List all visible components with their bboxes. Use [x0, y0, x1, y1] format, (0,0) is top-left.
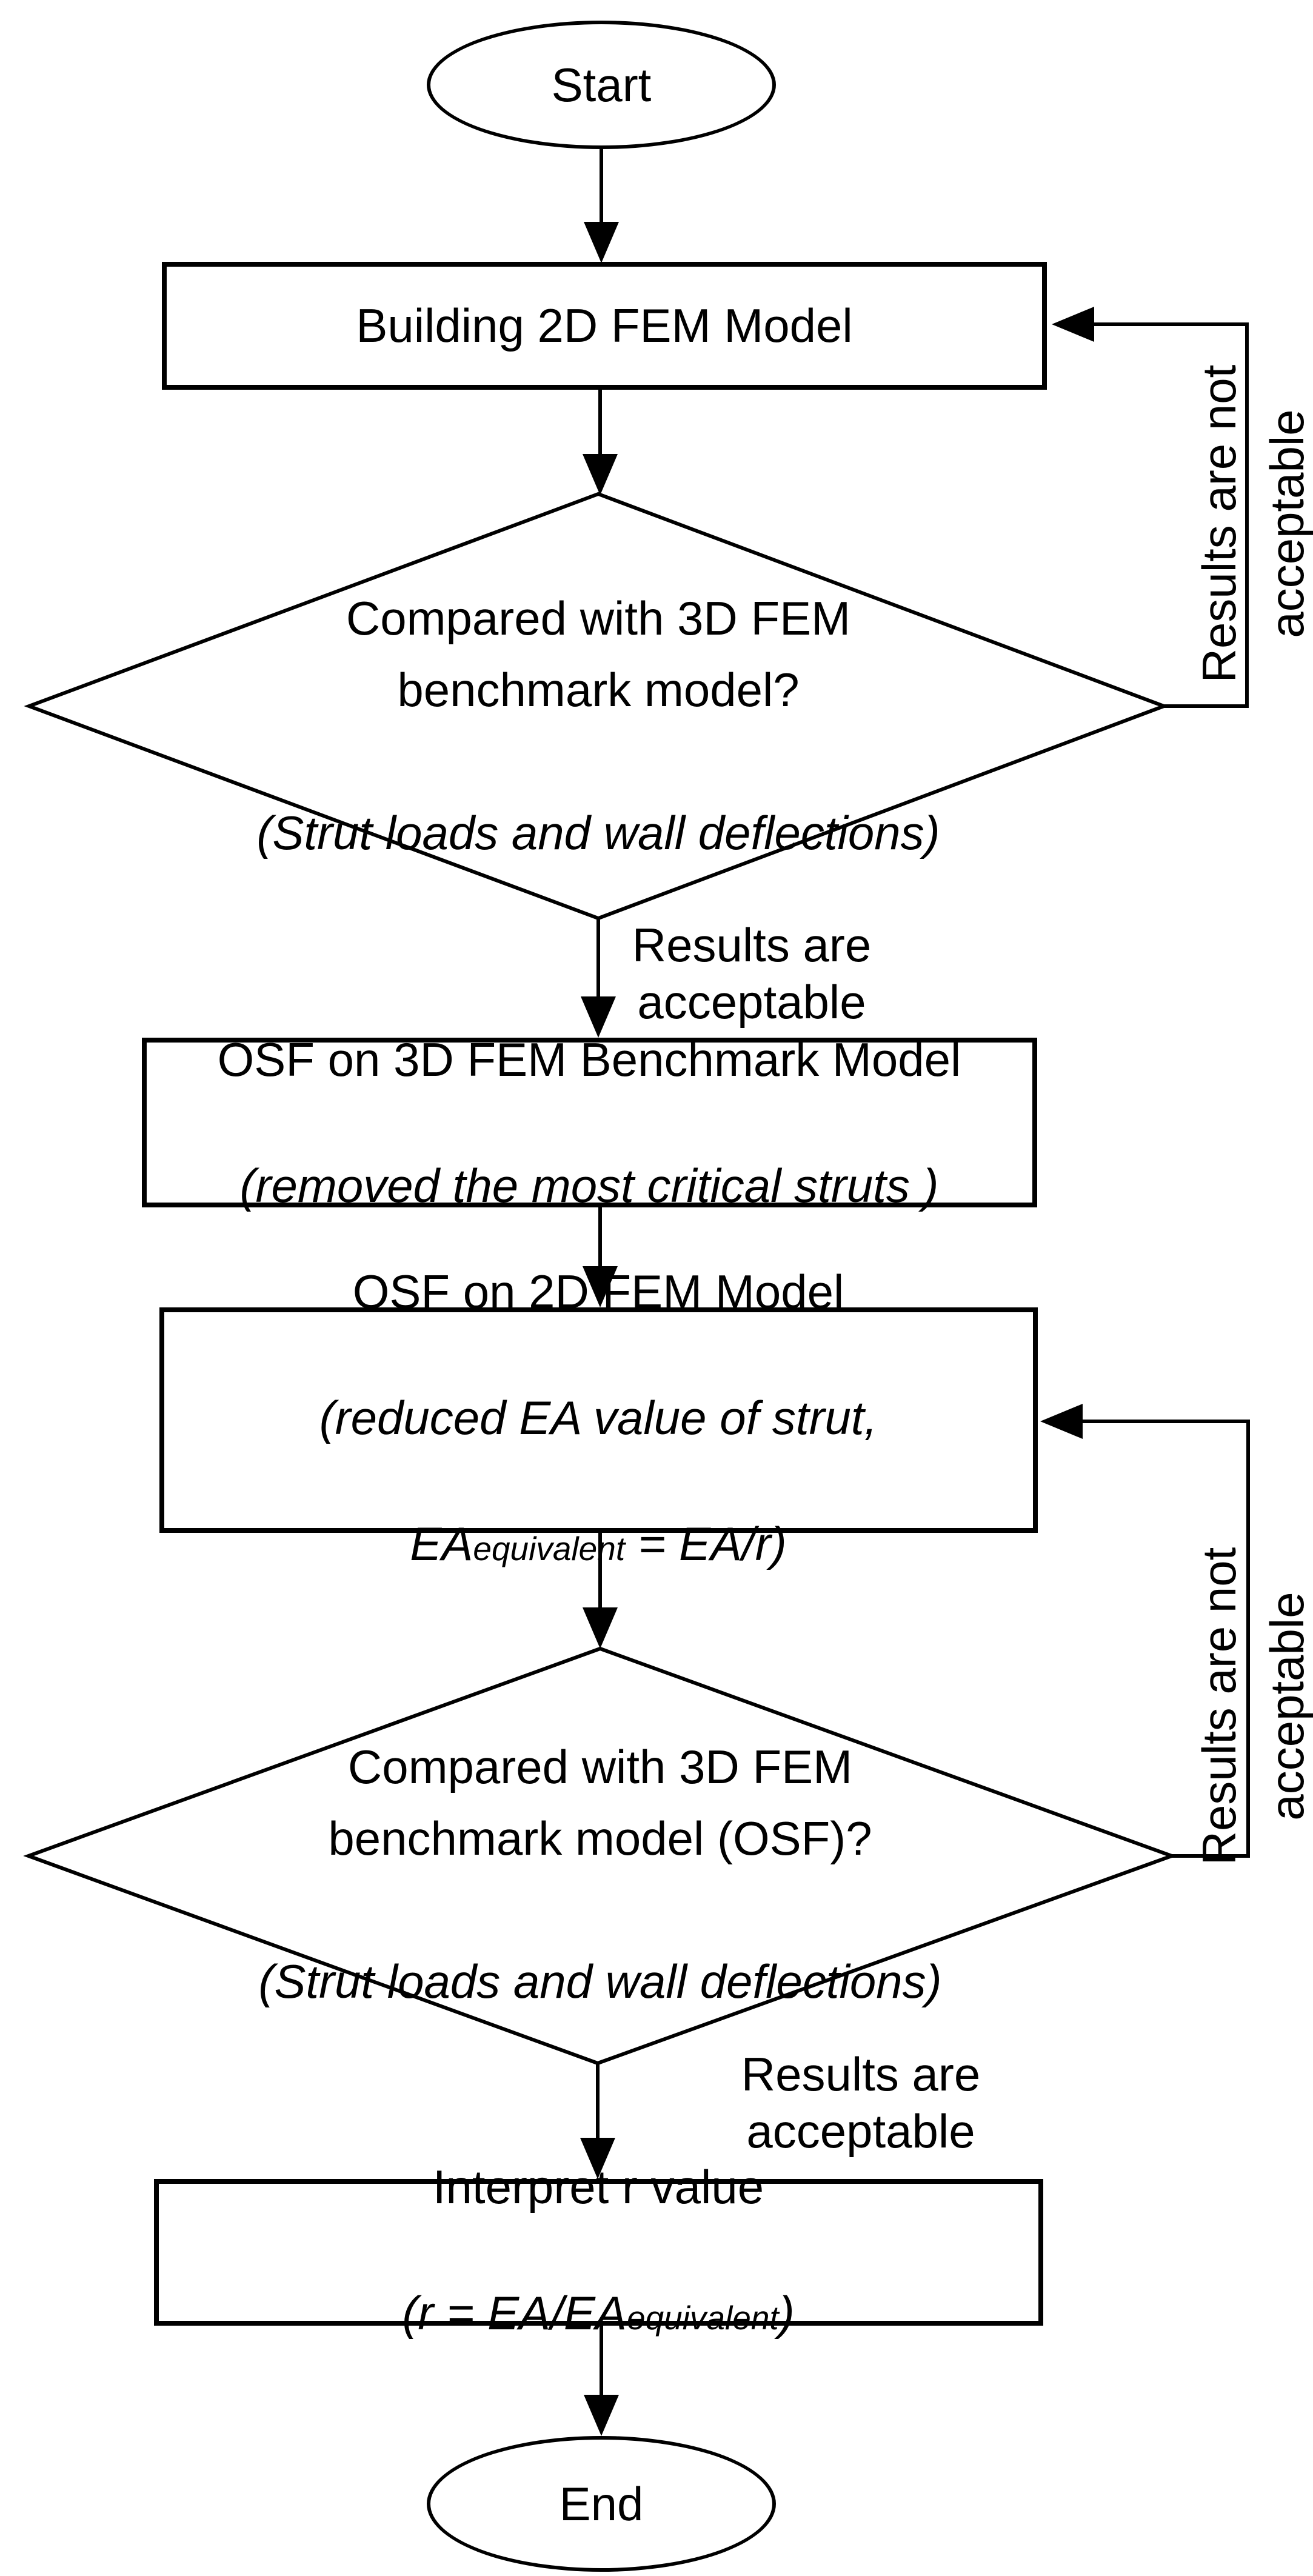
- compare-2-question: Compared with 3D FEM benchmark model (OS…: [328, 1740, 872, 1865]
- compare-2-label: Compared with 3D FEM benchmark model (OS…: [145, 1660, 1055, 2089]
- process-osf-3d-fem: [142, 1038, 1037, 1207]
- compare-1-question: Compared with 3D FEM benchmark model?: [346, 592, 851, 716]
- accept-label-1: Results are acceptable: [632, 918, 872, 1029]
- osf-2d-note-line2: EAequivalent = EA/r): [174, 1512, 1023, 1580]
- decision-compare-3d-fem-osf-shape: [23, 1646, 1177, 2066]
- interpret-r-label: Interpret r value (r = EA/EAequivalent): [174, 2092, 1023, 2412]
- equivalent-subscript: equivalent: [626, 2299, 779, 2337]
- end-label: End: [559, 2477, 644, 2531]
- osf-3d-label: OSF on 3D FEM Benchmark Model (removed t…: [150, 965, 1029, 1280]
- osf-2d-title: OSF on 2D FEM Model: [352, 1265, 844, 1318]
- process-interpret-r: [154, 2179, 1043, 2326]
- edge-reject-loop-1: [1094, 322, 1249, 708]
- reject-label-1: Results are not acceptable: [1192, 364, 1313, 683]
- arrowhead-down-icon: [584, 222, 619, 263]
- osf-2d-label: OSF on 2D FEM Model (reduced EA value of…: [174, 1197, 1023, 1643]
- arrowhead-down-icon: [583, 454, 618, 495]
- osf-3d-title: OSF on 3D FEM Benchmark Model: [217, 1033, 961, 1086]
- compare-2-note: (Strut loads and wall deflections): [258, 1955, 942, 2008]
- interpret-r-note: (r = EA/EAequivalent): [174, 2281, 1023, 2349]
- ea-over-r-text: = EA/r): [625, 1517, 787, 1570]
- ea-text: EA: [410, 1517, 473, 1570]
- compare-1-label: Compared with 3D FEM benchmark model? (S…: [144, 511, 1053, 940]
- r-equals-text: (r = EA/EA: [402, 2286, 627, 2340]
- arrowhead-down-icon: [584, 2395, 619, 2436]
- osf-2d-note-line1: (reduced EA value of strut,: [319, 1391, 878, 1444]
- build-2d-label: Building 2D FEM Model: [356, 299, 853, 352]
- equivalent-subscript: equivalent: [473, 1530, 626, 1567]
- process-osf-2d-fem: [159, 1307, 1038, 1533]
- arrowhead-down-icon: [583, 1266, 618, 1307]
- process-build-2d-fem: [162, 262, 1047, 390]
- arrowhead-down-icon: [580, 2138, 615, 2179]
- arrowhead-left-icon: [1052, 307, 1094, 342]
- decision-compare-3d-fem-shape: [24, 492, 1169, 921]
- end-terminator: [427, 2436, 776, 2572]
- start-terminator: [427, 21, 776, 149]
- accept-label-2: Results are acceptable: [741, 2047, 981, 2158]
- edge-reject-loop-2: [1083, 1420, 1250, 1858]
- arrowhead-left-icon: [1040, 1404, 1083, 1439]
- arrowhead-down-icon: [581, 996, 616, 1038]
- reject-label-2: Results are not acceptable: [1192, 1547, 1313, 1866]
- start-label: Start: [551, 58, 652, 112]
- interpret-r-title: Interpret r value: [432, 2160, 764, 2214]
- arrowhead-down-icon: [583, 1607, 618, 1649]
- compare-1-note: (Strut loads and wall deflections): [256, 806, 940, 859]
- close-paren-text: ): [778, 2286, 795, 2340]
- osf-3d-note: (removed the most critical struts ): [239, 1159, 939, 1212]
